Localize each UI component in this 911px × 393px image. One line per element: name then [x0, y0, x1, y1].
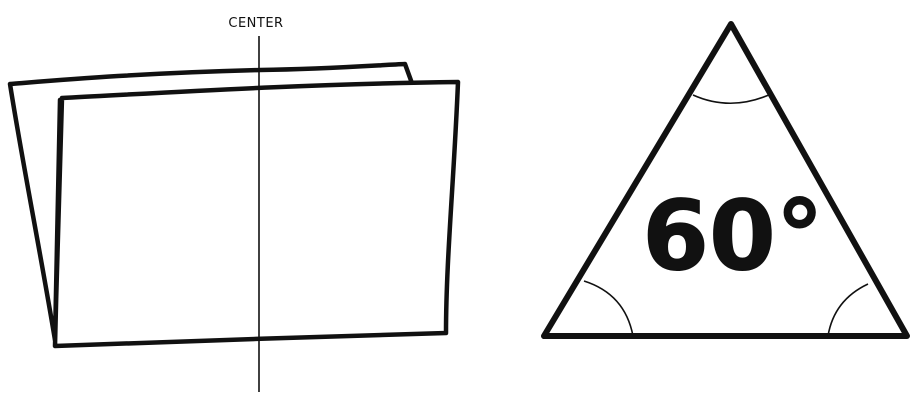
center-label: CENTER: [228, 16, 283, 31]
angle-label: 60°: [642, 180, 824, 292]
triangle-illustration: 60°: [544, 24, 907, 336]
folded-paper-illustration: [10, 64, 458, 346]
front-sheet: [55, 82, 458, 346]
